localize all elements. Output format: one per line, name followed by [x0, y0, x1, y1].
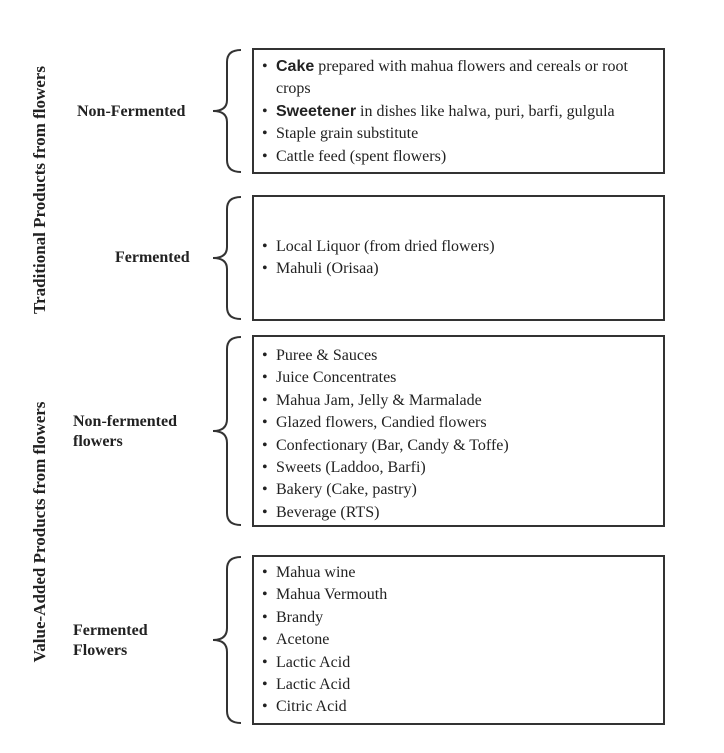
list-item: •Staple grain substitute — [262, 123, 655, 145]
bullet-icon: • — [262, 260, 268, 277]
bullet-icon: • — [262, 436, 268, 454]
box-fermented: •Local Liquor (from dried flowers) •Mahu… — [252, 195, 665, 321]
bullet-icon: • — [262, 459, 268, 477]
list-item: •Mahua wine — [262, 562, 655, 584]
bullet-icon: • — [262, 237, 268, 255]
section-title-traditional: Traditional Products from flowers — [30, 66, 49, 314]
list-item: •Acetone — [262, 629, 655, 651]
box-non-fermented-flowers: •Puree & Sauces •Juice Concentrates •Mah… — [252, 335, 665, 527]
bullet-icon: • — [262, 653, 268, 671]
list-item: •Juice Concentrates — [262, 367, 655, 389]
brace-fermented-flowers — [212, 556, 242, 724]
list-fermented-flowers: •Mahua wine •Mahua Vermouth •Brandy •Ace… — [262, 562, 655, 719]
bullet-icon: • — [262, 586, 268, 604]
list-non-fermented-flowers: •Puree & Sauces •Juice Concentrates •Mah… — [262, 345, 655, 524]
bullet-icon: • — [262, 58, 268, 75]
category-label-fermented: Fermented — [115, 249, 190, 266]
list-item: •Brandy — [262, 607, 655, 629]
bullet-icon: • — [262, 125, 268, 143]
list-item: •Bakery (Cake, pastry) — [262, 479, 655, 501]
list-item: •Puree & Sauces — [262, 345, 655, 367]
list-item: •Cake prepared with mahua flowers and ce… — [262, 58, 628, 98]
category-label-non-fermented: Non-Fermented — [77, 103, 186, 120]
list-item: •Confectionary (Bar, Candy & Toffe) — [262, 435, 655, 457]
list-item: •Mahua Vermouth — [262, 584, 655, 606]
list-item: •Lactic Acid — [262, 652, 655, 674]
bullet-icon: • — [262, 698, 268, 716]
category-label-non-fermented-flowers: Non-fermented flowers — [73, 413, 177, 450]
list-item: •Cattle feed (spent flowers) — [262, 146, 655, 168]
brace-non-fermented — [212, 49, 242, 173]
list-item: •Citric Acid — [262, 696, 655, 718]
bullet-icon: • — [262, 631, 268, 649]
bullet-icon: • — [262, 608, 268, 626]
list-item: •Local Liquor (from dried flowers) — [262, 236, 495, 258]
list-non-fermented: •Cake prepared with mahua flowers and ce… — [262, 56, 655, 168]
list-item: •Glazed flowers, Candied flowers — [262, 412, 655, 434]
bullet-icon: • — [262, 347, 268, 364]
list-item: •Beverage (RTS) — [262, 502, 655, 524]
bullet-icon: • — [262, 369, 268, 387]
bullet-icon: • — [262, 481, 268, 499]
list-item: •Lactic Acid — [262, 674, 655, 696]
box-non-fermented: •Cake prepared with mahua flowers and ce… — [252, 48, 665, 174]
bullet-icon: • — [262, 676, 268, 694]
bullet-icon: • — [262, 564, 268, 581]
list-item: •Sweetener in dishes like halwa, puri, b… — [262, 101, 655, 123]
category-label-fermented-flowers: Fermented Flowers — [73, 622, 148, 659]
brace-fermented — [212, 196, 242, 320]
brace-non-fermented-flowers — [212, 336, 242, 526]
list-item: •Sweets (Laddoo, Barfi) — [262, 457, 655, 479]
bullet-icon: • — [262, 414, 268, 432]
list-item: •Mahuli (Orisaa) — [262, 258, 495, 280]
section-title-value-added: Value-Added Products from flowers — [30, 401, 49, 663]
box-fermented-flowers: •Mahua wine •Mahua Vermouth •Brandy •Ace… — [252, 555, 665, 725]
bullet-icon: • — [262, 391, 268, 409]
bullet-icon: • — [262, 503, 268, 521]
list-fermented: •Local Liquor (from dried flowers) •Mahu… — [262, 236, 495, 281]
bullet-icon: • — [262, 102, 268, 120]
bullet-icon: • — [262, 147, 268, 165]
list-item: •Mahua Jam, Jelly & Marmalade — [262, 390, 655, 412]
